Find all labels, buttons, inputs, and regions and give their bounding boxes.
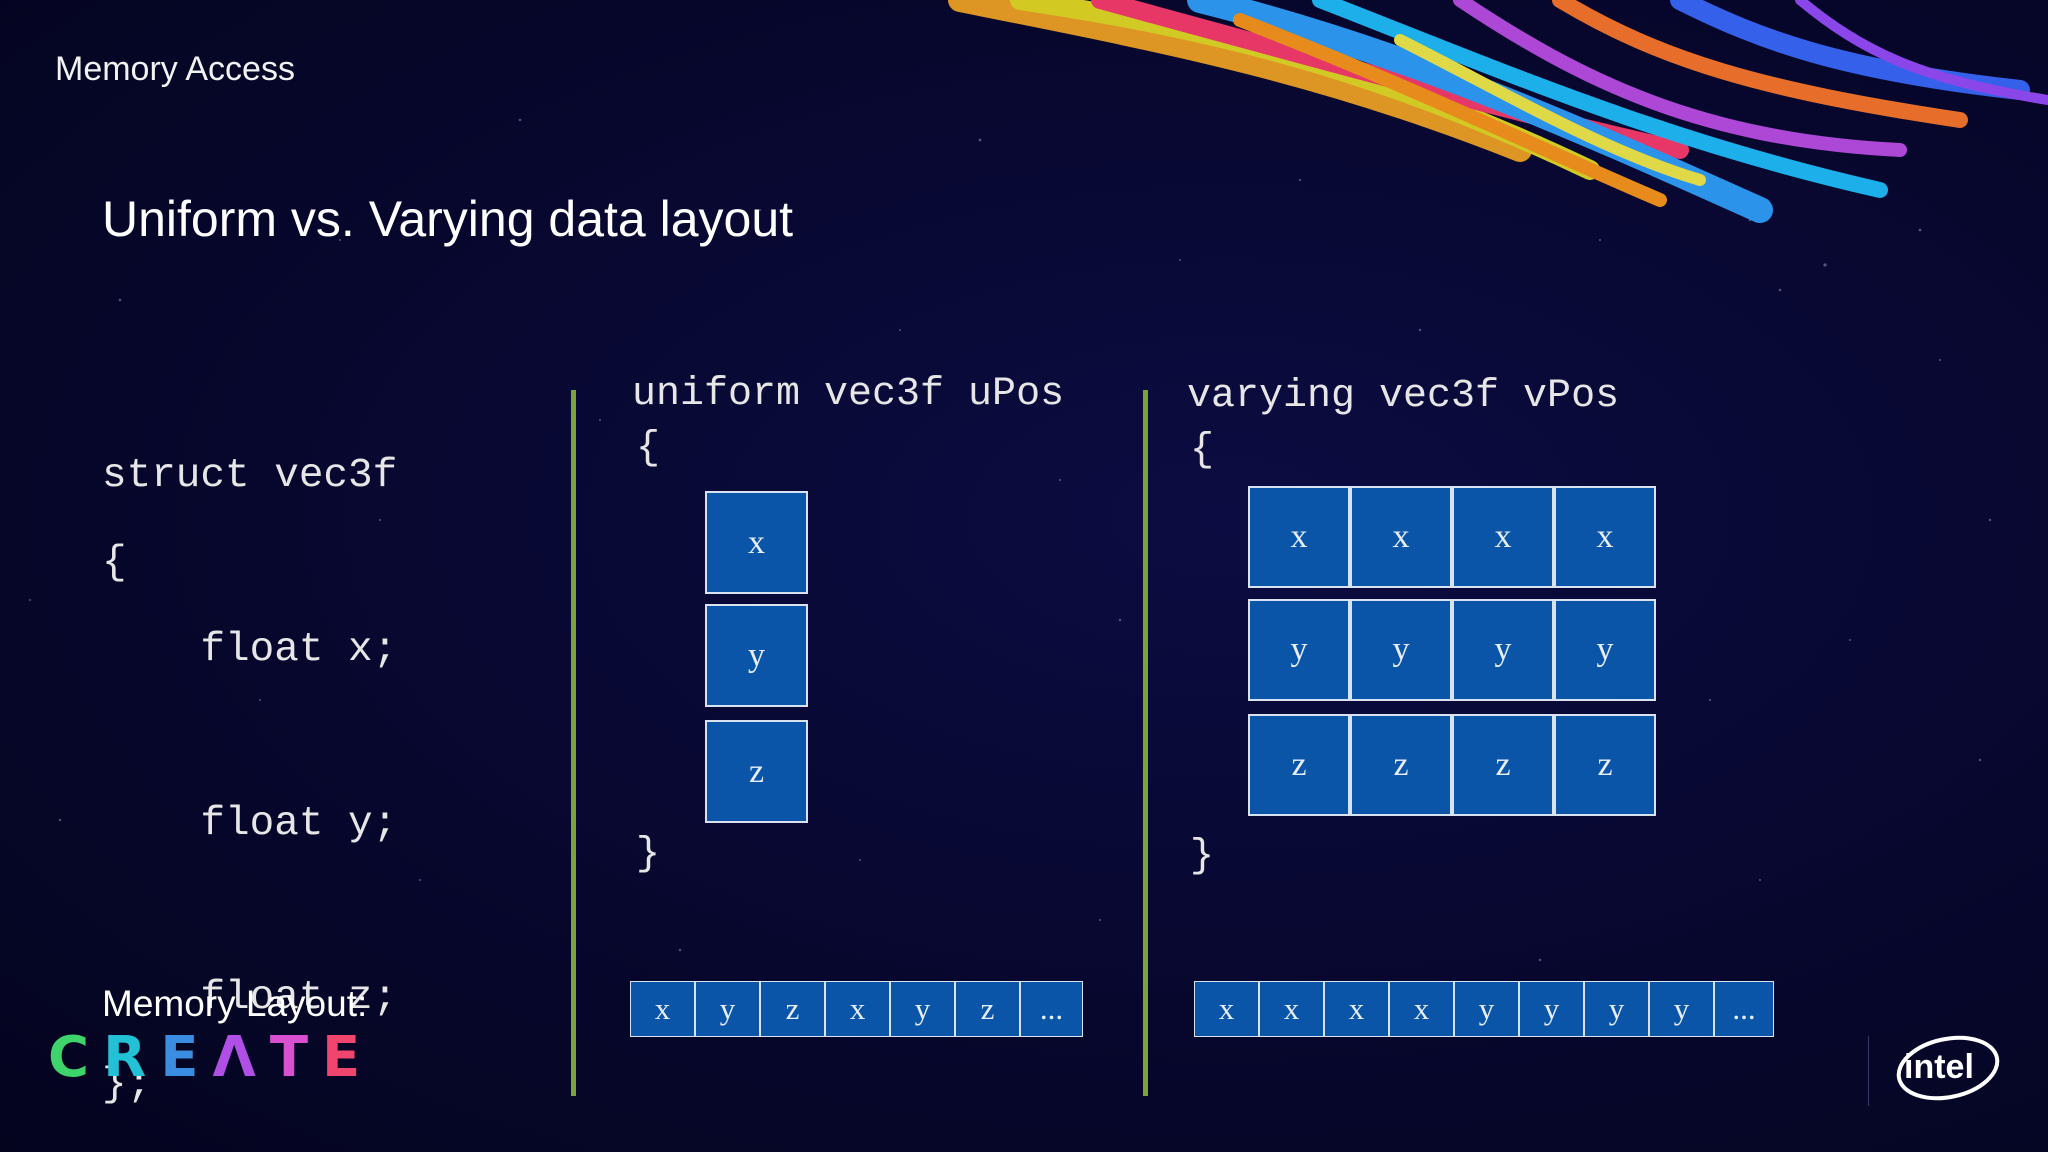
varying-cell-z4: z [1554,714,1656,816]
varying-memory-cell: x [1259,981,1324,1037]
uniform-memory-cell: x [825,981,890,1037]
code-line [102,712,397,763]
varying-cell-y4: y [1554,599,1656,701]
create-letter: T [269,1025,323,1090]
code-line [102,886,397,937]
varying-memory-cell: y [1454,981,1519,1037]
section-kicker: Memory Access [55,50,295,88]
varying-memory-cell: ... [1714,981,1774,1037]
varying-memory-cell: y [1584,981,1649,1037]
varying-cell-z1: z [1248,714,1350,816]
uniform-memory-cell: y [890,981,955,1037]
struct-code-block: struct vec3f { float x; float y; float z… [102,415,397,1129]
varying-memory-cell: x [1194,981,1259,1037]
code-line: }; [102,1062,152,1108]
create-letter: Λ [212,1025,270,1090]
code-line: float y; [102,801,398,847]
intel-logo-text: intel [1904,1048,1974,1086]
create-letter: R [103,1025,161,1090]
uniform-cell-y: y [705,604,808,707]
varying-cell-z2: z [1350,714,1452,816]
varying-header: varying vec3f vPos [1187,374,1620,419]
varying-memory-cell: x [1389,981,1454,1037]
uniform-cell-x: x [705,491,808,594]
code-line: float z; [102,975,398,1021]
create-logo: CREΛTE [48,1025,374,1090]
uniform-memory-cell: y [695,981,760,1037]
create-letter: E [322,1025,375,1090]
slide-title: Uniform vs. Varying data layout [102,191,794,247]
varying-cell-x3: x [1452,486,1554,588]
varying-memory-cell: y [1519,981,1584,1037]
uniform-memory-cell: ... [1020,981,1083,1037]
create-letter: E [160,1025,213,1090]
intel-logo: intel [1896,1035,2000,1101]
code-line: float x; [102,627,398,673]
varying-cell-x1: x [1248,486,1350,588]
uniform-cell-z: z [705,720,808,823]
memory-layout-label: Memory Layout: [102,983,368,1024]
code-line: struct vec3f [102,453,398,499]
varying-cell-x4: x [1554,486,1656,588]
varying-cell-y2: y [1350,599,1452,701]
varying-cell-y1: y [1248,599,1350,701]
varying-open-brace: { [1190,428,1215,473]
uniform-memory-cell: z [955,981,1020,1037]
uniform-memory-cell: x [630,981,695,1037]
uniform-open-brace: { [636,426,661,471]
logo-separator [1868,1036,1869,1106]
uniform-header: uniform vec3f uPos [632,372,1065,417]
uniform-close-brace: } [636,832,661,877]
varying-cell-x2: x [1350,486,1452,588]
divider-left [571,390,576,1096]
varying-memory-cell: x [1324,981,1389,1037]
uniform-memory-cell: z [760,981,825,1037]
varying-memory-cell: y [1649,981,1714,1037]
code-line: { [102,540,127,586]
varying-close-brace: } [1190,834,1215,879]
create-letter: C [48,1025,104,1090]
varying-cell-y3: y [1452,599,1554,701]
divider-right [1143,390,1148,1096]
varying-cell-z3: z [1452,714,1554,816]
